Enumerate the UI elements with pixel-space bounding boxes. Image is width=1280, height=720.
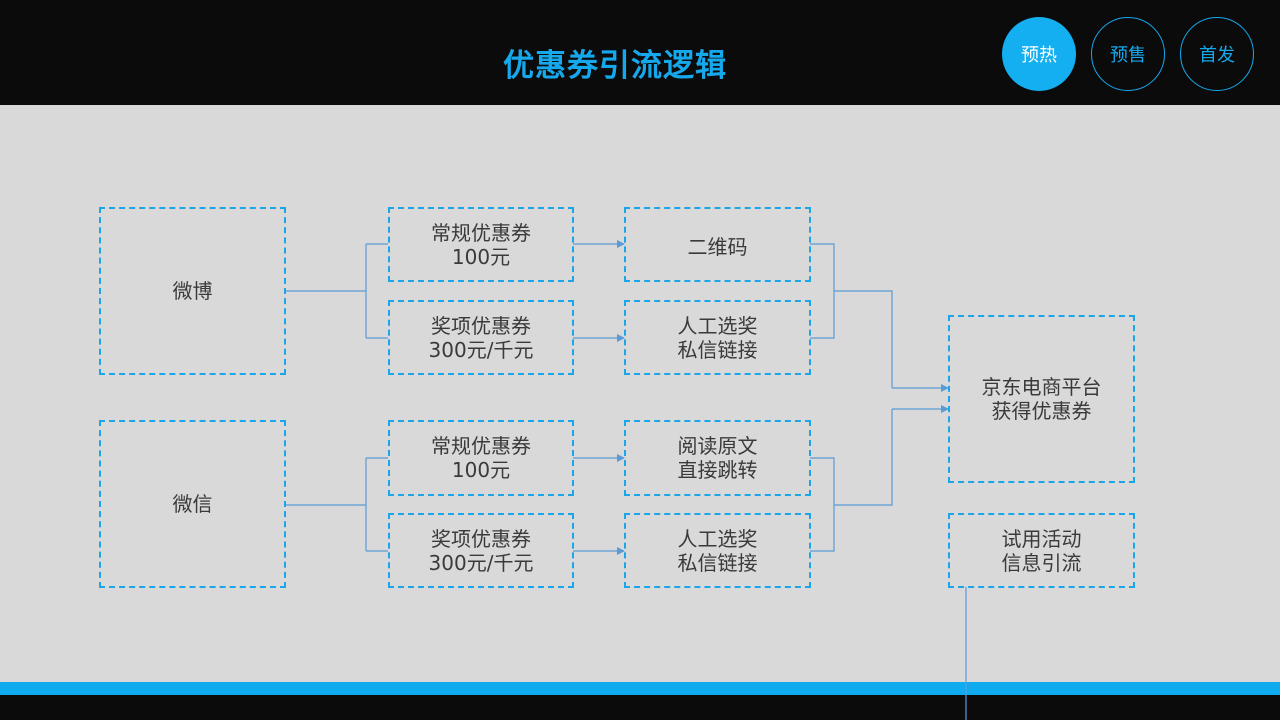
tab-presale[interactable]: 预售 [1091,17,1165,91]
weibo-award-coupon: 奖项优惠券 300元/千元 [388,300,574,375]
tab-launch[interactable]: 首发 [1180,17,1254,91]
coupon-name: 常规优惠券 [431,434,531,458]
diagram-canvas [0,105,1280,682]
target-label: 获得优惠券 [991,399,1092,423]
trial-activity: 试用活动 信息引流 [948,513,1135,588]
wechat-manual-method: 人工选奖 私信链接 [624,513,811,588]
footer-accent-bar [0,682,1280,695]
method-label: 私信链接 [677,550,758,575]
weibo-qrcode-method: 二维码 [624,207,811,282]
source-wechat: 微信 [99,420,286,588]
tab-preheat[interactable]: 预热 [1002,17,1076,91]
coupon-name: 常规优惠券 [431,220,531,245]
trial-label: 试用活动 [1001,526,1082,551]
coupon-name: 奖项优惠券 [431,526,531,551]
trial-label: 信息引流 [1001,550,1082,575]
coupon-value: 100元 [451,458,511,482]
source-weibo-label: 微博 [172,279,213,303]
method-label: 直接跳转 [677,458,758,482]
weibo-regular-coupon: 常规优惠券 100元 [388,207,574,282]
footer-bar [0,695,1280,720]
coupon-value: 300元/千元 [428,337,534,362]
target-label: 京东电商平台 [981,375,1102,399]
target-jd-platform: 京东电商平台 获得优惠券 [948,315,1135,483]
method-label: 人工选奖 [677,526,758,551]
method-label: 阅读原文 [677,434,758,458]
wechat-read-original-method: 阅读原文 直接跳转 [624,420,811,496]
method-label: 私信链接 [677,337,758,362]
source-wechat-label: 微信 [172,492,213,516]
wechat-regular-coupon: 常规优惠券 100元 [388,420,574,496]
coupon-name: 奖项优惠券 [431,313,531,338]
page-title: 优惠券引流逻辑 [503,48,727,84]
source-weibo: 微博 [99,207,286,375]
method-label: 二维码 [687,235,748,259]
coupon-value: 300元/千元 [428,550,534,575]
wechat-award-coupon: 奖项优惠券 300元/千元 [388,513,574,588]
header-bar: 优惠券引流逻辑 预热 预售 首发 [0,0,1280,105]
coupon-value: 100元 [451,244,511,269]
weibo-manual-method: 人工选奖 私信链接 [624,300,811,375]
method-label: 人工选奖 [677,313,758,338]
